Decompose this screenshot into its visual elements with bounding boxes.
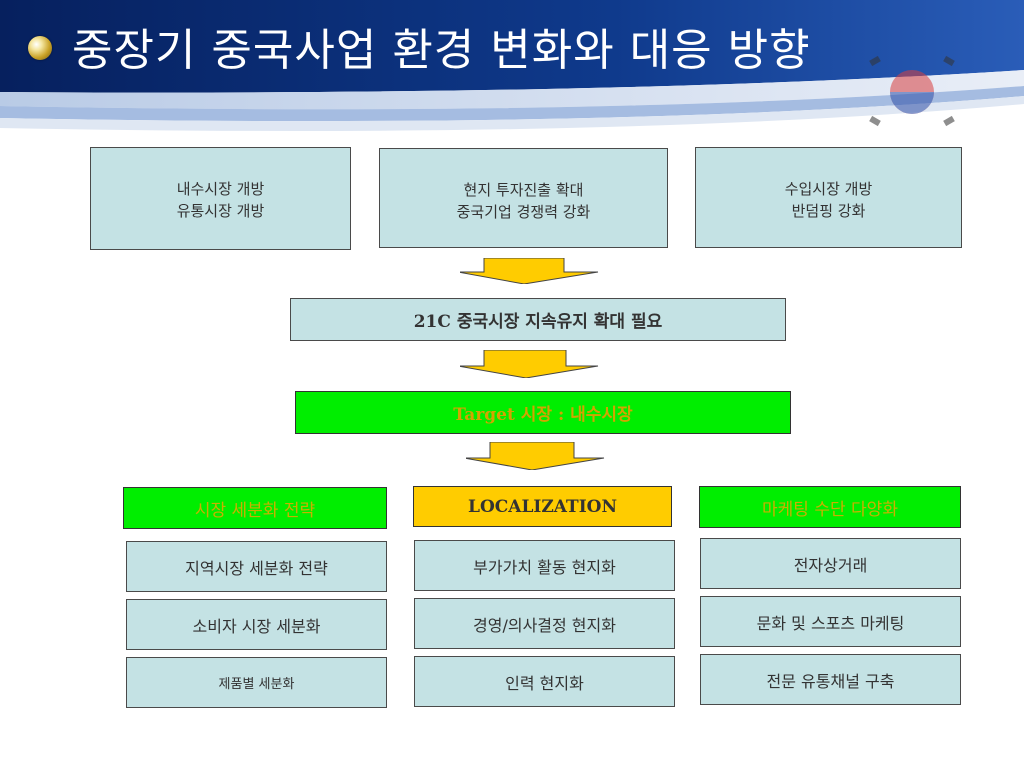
strategy-item: 제품별 세분화 xyxy=(126,657,387,708)
strategy-item: 전자상거래 xyxy=(700,538,961,589)
strategy-item: 지역시장 세분화 전략 xyxy=(126,541,387,592)
header-swoosh-graphic xyxy=(0,0,1024,131)
page-title: 중장기 중국사업 환경 변화와 대응 방향 xyxy=(72,25,811,76)
title-bullet-icon xyxy=(28,36,52,60)
strategy-header-localization: LOCALIZATION xyxy=(413,486,672,527)
top-box-import-market: 수입시장 개방 반덤핑 강화 xyxy=(695,147,962,248)
down-arrow-icon xyxy=(460,350,599,378)
strategy-header-segmentation: 시장 세분화 전략 xyxy=(123,487,387,529)
top-box-line: 유통시장 개방 xyxy=(176,202,265,220)
strategy-item: 소비자 시장 세분화 xyxy=(126,599,387,650)
strategy-item: 전문 유통채널 구축 xyxy=(700,654,961,705)
strategy-item: 경영/의사결정 현지화 xyxy=(414,598,675,649)
strategy-item: 인력 현지화 xyxy=(414,656,675,707)
strategy-header-marketing: 마케팅 수단 다양화 xyxy=(699,486,961,528)
target-box: Target 시장 : 내수시장 xyxy=(295,391,791,434)
top-box-local-investment: 현지 투자진출 확대 중국기업 경쟁력 강화 xyxy=(379,148,668,248)
need-box: 21C 중국시장 지속유지 확대 필요 xyxy=(290,298,786,341)
top-box-line: 반덤핑 강화 xyxy=(791,202,866,220)
header-banner: 중장기 중국사업 환경 변화와 대응 방향 xyxy=(0,0,1024,140)
top-box-line: 현지 투자진출 확대 xyxy=(463,181,584,199)
down-arrow-icon xyxy=(466,442,605,470)
top-box-domestic-market: 내수시장 개방 유통시장 개방 xyxy=(90,147,351,250)
strategy-item: 부가가치 활동 현지화 xyxy=(414,540,675,591)
top-box-line: 수입시장 개방 xyxy=(784,180,873,198)
top-box-line: 중국기업 경쟁력 강화 xyxy=(456,203,591,221)
top-box-line: 내수시장 개방 xyxy=(176,180,265,198)
down-arrow-icon xyxy=(460,258,599,284)
strategy-item: 문화 및 스포츠 마케팅 xyxy=(700,596,961,647)
